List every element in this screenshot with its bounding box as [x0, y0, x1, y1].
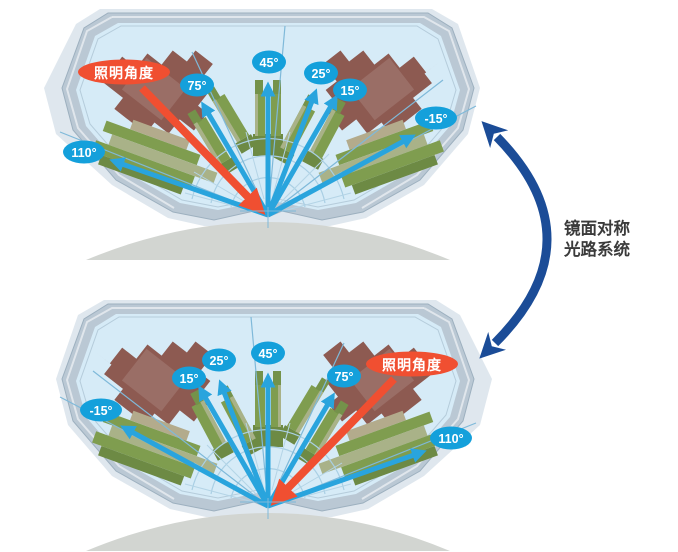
angle-label-45: 45° — [251, 341, 285, 365]
illumination-label: 照明角度 — [78, 59, 170, 85]
mirror-symmetry-arrow — [479, 121, 552, 359]
angle-label-45: 45° — [252, 50, 286, 74]
illumination-label: 照明角度 — [366, 351, 458, 377]
svg-text:75°: 75° — [335, 370, 354, 384]
svg-text:15°: 15° — [180, 372, 199, 386]
angle-label-75: 75° — [327, 364, 361, 388]
angle-label-25: 25° — [202, 348, 236, 372]
svg-text:25°: 25° — [312, 67, 331, 81]
angle-label-110: 110° — [63, 140, 105, 164]
side-note-line2: 光路系统 — [564, 241, 630, 259]
angle-labels-top: 110° 照明角度 75° 45° 25° 15° — [63, 50, 457, 164]
angle-label-15: 15° — [172, 366, 206, 390]
svg-text:75°: 75° — [188, 79, 207, 93]
angle-label-minus15: -15° — [415, 106, 457, 130]
svg-text:15°: 15° — [341, 84, 360, 98]
angle-label-15: 15° — [333, 78, 367, 102]
angle-label-minus15: -15° — [80, 398, 122, 422]
svg-text:45°: 45° — [260, 56, 279, 70]
svg-text:110°: 110° — [438, 432, 463, 446]
side-note-line1: 镜面对称 — [564, 220, 630, 238]
svg-text:110°: 110° — [71, 146, 96, 160]
svg-text:-15°: -15° — [424, 112, 447, 126]
angle-label-75: 75° — [180, 73, 214, 97]
angle-labels-bottom: -15° 15° 25° 45° 75° 照明角度 — [80, 341, 472, 450]
angle-label-110: 110° — [430, 426, 472, 450]
side-note: 镜面对称 光路系统 — [564, 219, 664, 261]
svg-text:照明角度: 照明角度 — [382, 357, 442, 373]
svg-text:45°: 45° — [259, 347, 278, 361]
svg-text:-15°: -15° — [89, 404, 112, 418]
diagram-bottom — [56, 297, 492, 551]
svg-text:照明角度: 照明角度 — [94, 65, 154, 81]
angle-label-25: 25° — [304, 61, 338, 85]
diagram-top — [44, 6, 480, 260]
svg-text:25°: 25° — [210, 354, 229, 368]
